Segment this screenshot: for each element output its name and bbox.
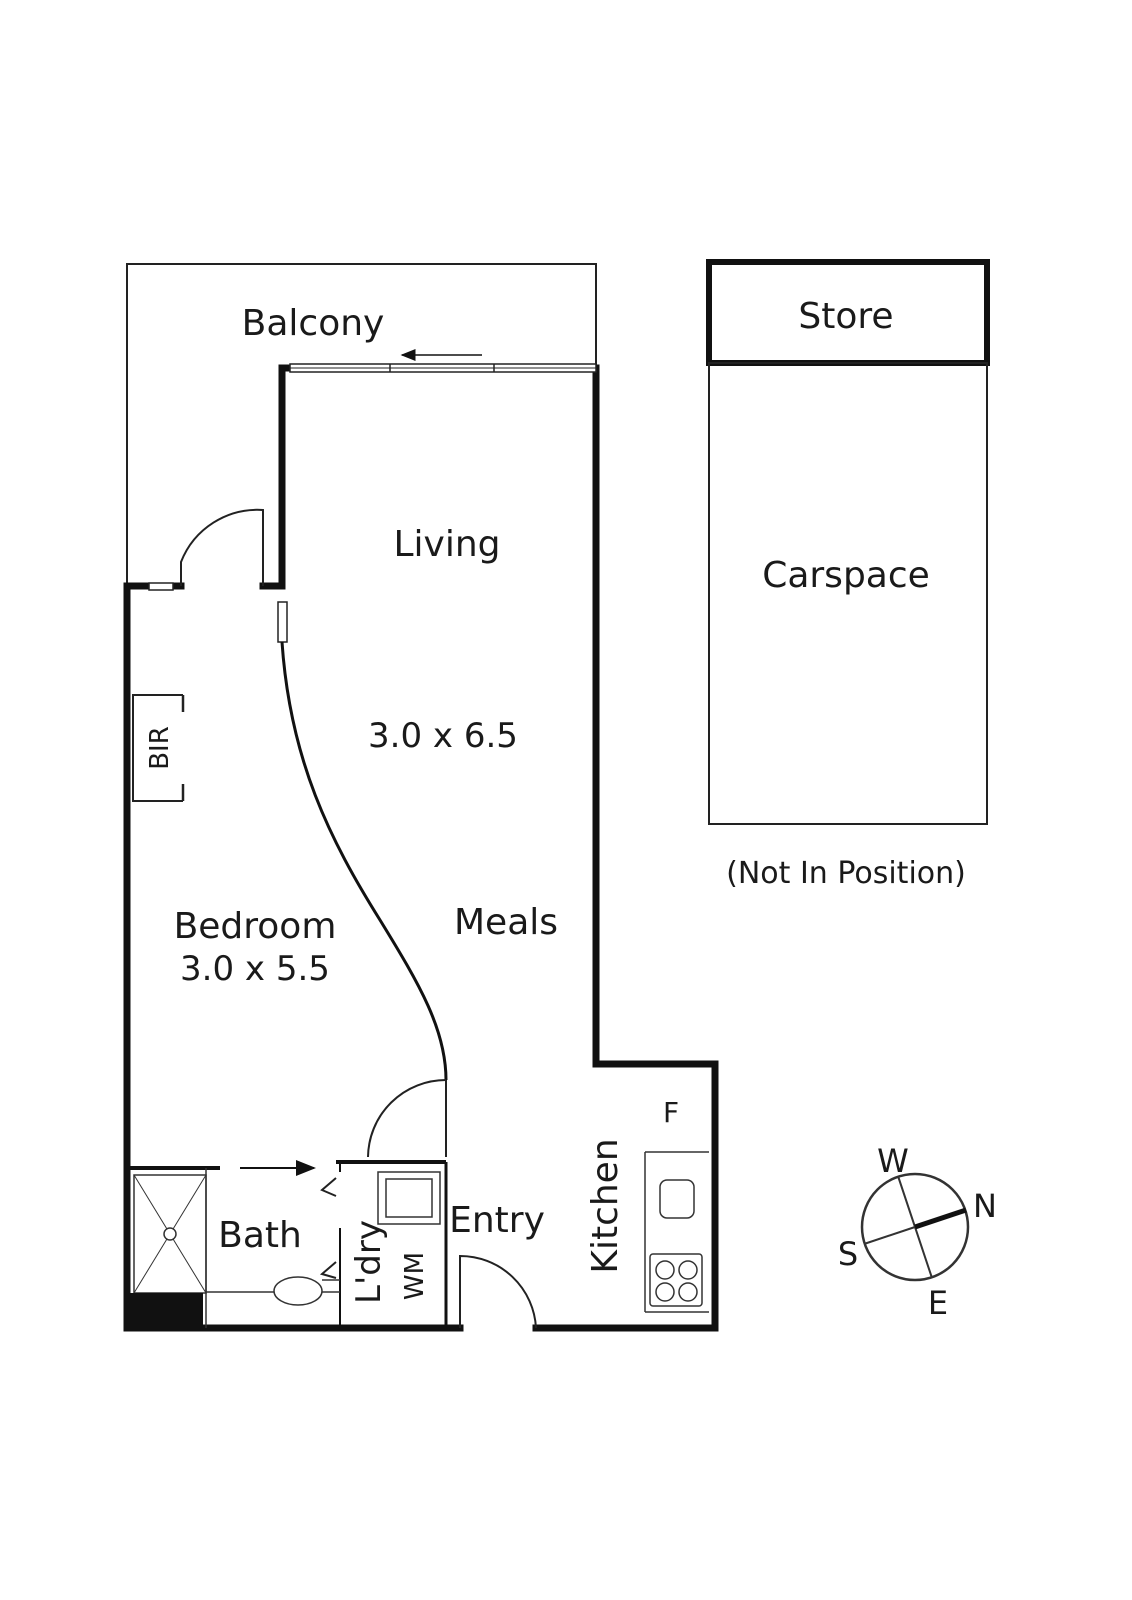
room-label-kitchen: Kitchen [585,1138,626,1273]
room-label-bath: Bath [218,1215,302,1256]
window-living [277,601,288,643]
room-label-meals: Meals [454,902,558,943]
room-label-bir: BIR [145,726,175,770]
built-in-robe [132,694,185,802]
sliding-door [289,349,597,373]
label-store: Store [798,296,893,337]
compass-label-s: S [838,1235,858,1273]
balcony-door [180,508,264,586]
label-carspace: Carspace [762,555,930,596]
window-left [148,582,174,591]
compass-rose [860,1172,970,1282]
room-label-bedroom: Bedroom [174,906,337,947]
balcony-outline [126,263,597,586]
label-fridge: F [663,1096,679,1129]
compass-label-n: N [973,1187,997,1225]
bedroom-door [367,1079,447,1158]
label-washing-machine: WM [400,1252,430,1300]
compass-label-e: E [928,1284,948,1322]
label-not-in-position: (Not In Position) [726,856,966,891]
room-label-laundry: L'dry [349,1220,389,1304]
room-label-living: Living [393,524,500,565]
curved-partition [280,641,448,1081]
room-label-balcony: Balcony [242,303,385,344]
room-label-entry: Entry [449,1200,545,1241]
kitchen-bench [644,1151,709,1313]
compass-label-w: W [877,1142,909,1180]
parking-outline [706,259,990,825]
entry-door [459,1254,537,1329]
bath-laundry-walls [127,1160,448,1328]
room-size-living: 3.0 x 6.5 [368,716,518,756]
room-size-bedroom: 3.0 x 5.5 [180,949,330,989]
